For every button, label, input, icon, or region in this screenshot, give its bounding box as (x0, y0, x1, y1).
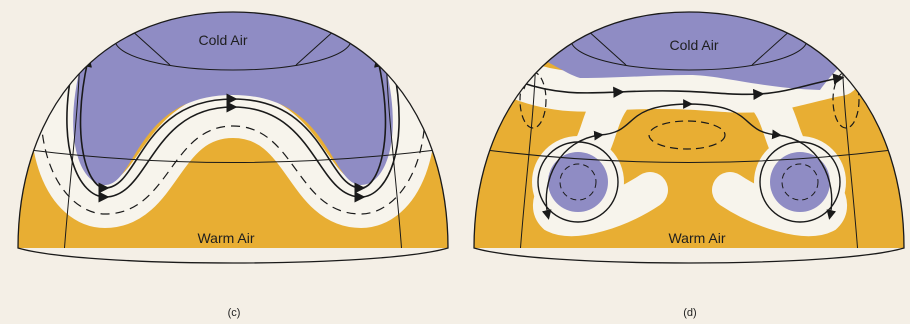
panel-c: Cold Air Warm Air (c) (0, 0, 466, 324)
panel-d: Cold Air Warm Air (d) (474, 0, 904, 324)
panel-c-label: (c) (228, 307, 241, 319)
panel-d-warm-air-label: Warm Air (668, 230, 725, 246)
panel-d-cold-air-label: Cold Air (669, 37, 718, 53)
panel-c-cold-air-label: Cold Air (198, 32, 247, 48)
panel-d-label: (d) (683, 307, 696, 319)
panel-c-warm-air-label: Warm Air (197, 230, 254, 246)
